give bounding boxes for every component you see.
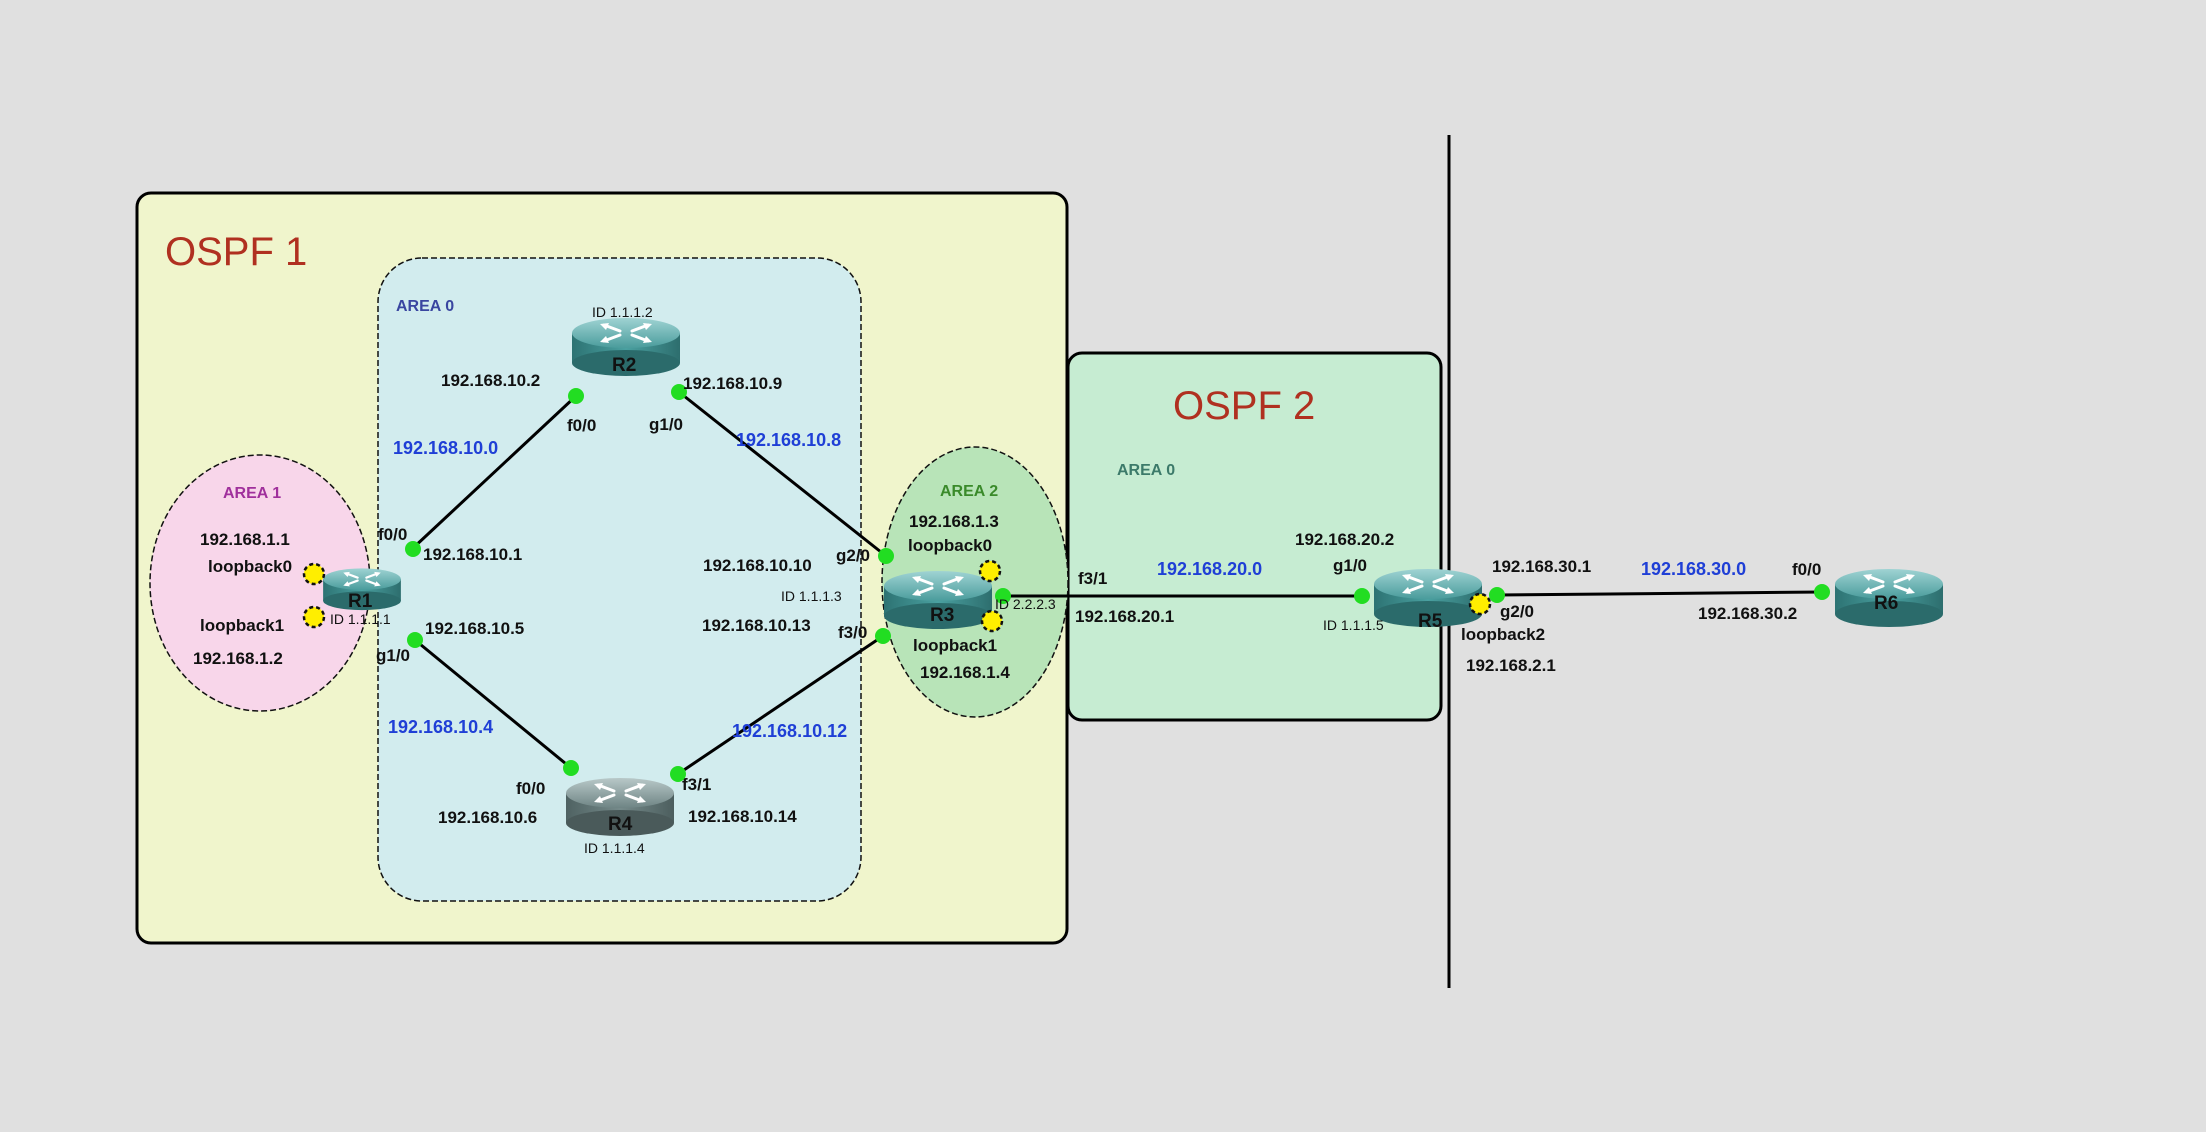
loopback-r1-lo1 bbox=[302, 605, 326, 629]
network-r2-r3: 192.168.10.8 bbox=[736, 430, 841, 450]
router-r1-name: R1 bbox=[348, 591, 373, 612]
r3-g20-address: 192.168.10.10 bbox=[703, 556, 812, 575]
dot-r1-f00 bbox=[405, 541, 421, 557]
r5-lo2-interface: loopback2 bbox=[1461, 625, 1545, 644]
r5-g10-interface: g1/0 bbox=[1333, 556, 1367, 575]
network-r5-r6: 192.168.30.0 bbox=[1641, 559, 1746, 579]
network-r1-r4: 192.168.10.4 bbox=[388, 717, 493, 737]
r3-lo0-interface: loopback0 bbox=[908, 536, 992, 555]
dot-r2-g10 bbox=[671, 384, 687, 400]
dot-r3-f30 bbox=[875, 628, 891, 644]
interface-dots bbox=[405, 384, 1830, 782]
links bbox=[410, 390, 1823, 776]
dot-r6-f00 bbox=[1814, 584, 1830, 600]
router-r4-id: ID 1.1.1.4 bbox=[584, 840, 645, 856]
loopback-r3-lo0 bbox=[978, 559, 1002, 583]
router-r2-id: ID 1.1.1.2 bbox=[592, 304, 653, 320]
r5-g20-interface: g2/0 bbox=[1500, 602, 1534, 621]
r1-lo1-interface: loopback1 bbox=[200, 616, 284, 635]
r3-lo0-address: 192.168.1.3 bbox=[909, 512, 999, 531]
link-r2-r3 bbox=[678, 390, 887, 558]
r2-f00-interface: f0/0 bbox=[567, 416, 596, 435]
network-r3-r4: 192.168.10.12 bbox=[732, 721, 847, 741]
ospf2-domain-box bbox=[1066, 351, 1443, 722]
ospf2-area0-label: AREA 0 bbox=[1117, 462, 1175, 479]
loopback-r1-lo0 bbox=[302, 562, 326, 586]
dot-r5-g10 bbox=[1354, 588, 1370, 604]
dot-r1-g10 bbox=[407, 632, 423, 648]
r2-g10-address: 192.168.10.9 bbox=[683, 374, 782, 393]
dot-r4-f31 bbox=[670, 766, 686, 782]
dot-r3-f31 bbox=[995, 588, 1011, 604]
router-r5-name: R5 bbox=[1418, 611, 1443, 632]
router-r1-id: ID 1.1.1.1 bbox=[330, 611, 391, 627]
dot-r2-f00 bbox=[568, 388, 584, 404]
ospf1-title: OSPF 1 bbox=[165, 230, 307, 274]
dot-r4-f00 bbox=[563, 760, 579, 776]
ospf1-area1-label: AREA 1 bbox=[223, 485, 281, 502]
r4-f31-address: 192.168.10.14 bbox=[688, 807, 797, 826]
router-r2-name: R2 bbox=[612, 355, 636, 376]
r1-lo0-address: 192.168.1.1 bbox=[200, 530, 290, 549]
r5-lo2-address: 192.168.2.1 bbox=[1466, 656, 1556, 675]
link-r1-r2 bbox=[410, 394, 578, 551]
r1-g10-address: 192.168.10.5 bbox=[425, 619, 524, 638]
r3-f30-address: 192.168.10.13 bbox=[702, 616, 811, 635]
r1-g10-interface: g1/0 bbox=[376, 646, 410, 665]
r4-f31-interface: f3/1 bbox=[682, 775, 711, 794]
r6-f00-interface: f0/0 bbox=[1792, 560, 1821, 579]
ospf1-area0-label: AREA 0 bbox=[396, 298, 454, 315]
r3-f30-interface: f3/0 bbox=[838, 623, 867, 642]
r1-f00-interface: f0/0 bbox=[378, 525, 407, 544]
network-r1-r2: 192.168.10.0 bbox=[393, 438, 498, 458]
r3-lo1-address: 192.168.1.4 bbox=[920, 663, 1010, 682]
router-r4-name: R4 bbox=[608, 814, 633, 835]
ospf1-area2-label: AREA 2 bbox=[940, 483, 998, 500]
r1-lo1-address: 192.168.1.2 bbox=[193, 649, 283, 668]
r6-f00-address: 192.168.30.2 bbox=[1698, 604, 1797, 623]
r1-lo0-interface: loopback0 bbox=[208, 557, 292, 576]
r4-f00-interface: f0/0 bbox=[516, 779, 545, 798]
r5-g20-address: 192.168.30.1 bbox=[1492, 557, 1591, 576]
router-r6-name: R6 bbox=[1874, 593, 1898, 614]
r4-f00-address: 192.168.10.6 bbox=[438, 808, 537, 827]
loopback-r5-lo2 bbox=[1468, 592, 1492, 616]
r3-f31-interface: f3/1 bbox=[1078, 569, 1107, 588]
r1-f00-address: 192.168.10.1 bbox=[423, 545, 522, 564]
router-r3-id: ID 1.1.1.3 bbox=[781, 588, 842, 604]
loopback-markers bbox=[302, 559, 1492, 633]
loopback-r3-lo1 bbox=[980, 609, 1004, 633]
router-r3-id-2: ID 2.2.2.3 bbox=[995, 596, 1056, 612]
r3-g20-interface: g2/0 bbox=[836, 546, 870, 565]
r3-lo1-interface: loopback1 bbox=[913, 636, 997, 655]
router-r3-name: R3 bbox=[930, 605, 954, 626]
r2-g10-interface: g1/0 bbox=[649, 415, 683, 434]
network-r3-r5: 192.168.20.0 bbox=[1157, 559, 1262, 579]
link-r1-r4 bbox=[414, 638, 572, 770]
r2-f00-address: 192.168.10.2 bbox=[441, 371, 540, 390]
link-r3-r4 bbox=[677, 634, 884, 776]
r3-f31-address: 192.168.20.1 bbox=[1075, 607, 1174, 626]
router-r5-id: ID 1.1.1.5 bbox=[1323, 617, 1384, 633]
dot-r3-g20 bbox=[878, 548, 894, 564]
r5-g10-address: 192.168.20.2 bbox=[1295, 530, 1394, 549]
link-r5-r6 bbox=[1496, 590, 1823, 597]
ospf2-title: OSPF 2 bbox=[1173, 384, 1315, 428]
dot-r5-g20 bbox=[1489, 587, 1505, 603]
